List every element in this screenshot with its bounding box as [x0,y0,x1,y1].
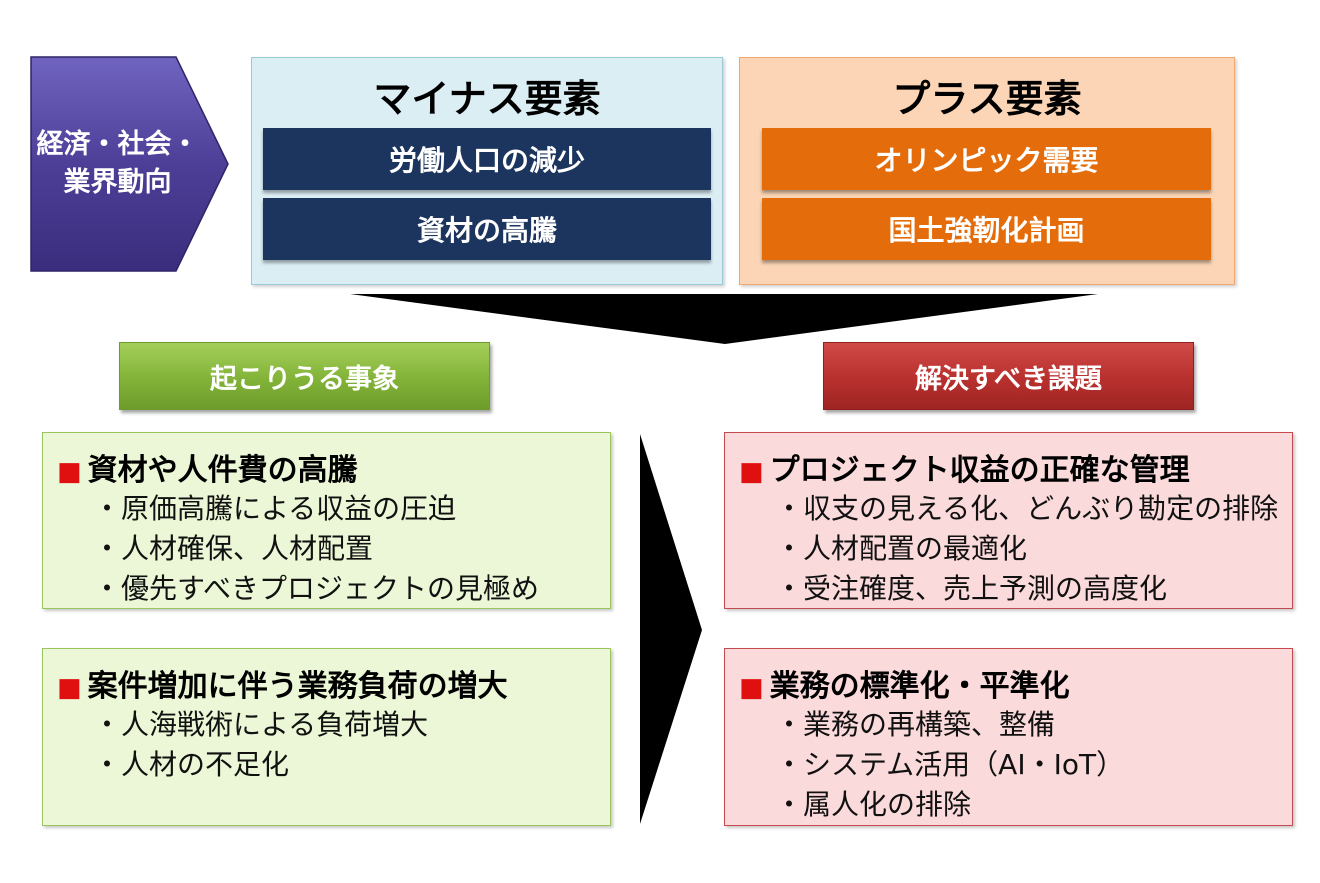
minus-factor-item: 資材の高騰 [263,198,711,260]
event-group: ■案件増加に伴う業務負荷の増大 ・人海戦術による負荷増大 ・人材の不足化 [42,648,611,826]
chevron-shape [30,56,229,272]
event-item: ・優先すべきプロジェクトの見極め [93,572,540,605]
event-group: ■資材や人件費の高騰 ・原価高騰による収益の圧迫 ・人材確保、人材配置 ・優先す… [42,432,611,609]
issue-item-list: ・業務の再構築、整備 ・システム活用（AI・IoT） ・属人化の排除 [775,705,1124,825]
minus-factor-item: 労働人口の減少 [263,128,711,190]
event-group-title: 案件増加に伴う業務負荷の増大 [87,669,508,704]
issue-group: ■プロジェクト収益の正確な管理 ・収支の見える化、どんぶり勘定の排除 ・人材配置… [724,432,1293,609]
event-group-title: 資材や人件費の高騰 [87,453,358,488]
issue-item: ・受注確度、売上予測の高度化 [775,572,1168,605]
bullet-square-icon: ■ [739,673,764,703]
bullet-square-icon: ■ [739,457,764,487]
event-item: ・原価高騰による収益の圧迫 [93,492,457,525]
issue-group-title: 業務の標準化・平準化 [769,669,1070,704]
issue-group: ■業務の標準化・平準化 ・業務の再構築、整備 ・システム活用（AI・IoT） ・… [724,648,1293,826]
issue-group-title: プロジェクト収益の正確な管理 [769,453,1190,488]
issue-item: ・収支の見える化、どんぶり勘定の排除 [775,492,1279,525]
trends-label: 経済・社会・ 業界動向 [30,56,205,272]
minus-factors-panel: マイナス要素 労働人口の減少 資材の高騰 [251,57,723,285]
issue-item-list: ・収支の見える化、どんぶり勘定の排除 ・人材配置の最適化 ・受注確度、売上予測の… [775,489,1278,609]
issues-header: 解決すべき課題 [823,342,1194,410]
issue-item: ・業務の再構築、整備 [775,708,1056,741]
issue-item: ・属人化の排除 [775,788,972,821]
minus-factors-title: マイナス要素 [373,77,601,121]
trends-line-2: 業界動向 [63,167,172,198]
event-item-list: ・原価高騰による収益の圧迫 ・人材確保、人材配置 ・優先すべきプロジェクトの見極… [93,489,539,609]
bullet-square-icon: ■ [57,457,82,487]
plus-factors-title: プラス要素 [892,77,1082,121]
issue-item: ・人材配置の最適化 [775,532,1028,565]
event-item: ・人材の不足化 [93,748,290,781]
issue-item: ・システム活用（AI・IoT） [775,748,1125,781]
plus-factor-item: オリンピック需要 [762,128,1211,190]
event-item-list: ・人海戦術による負荷増大 ・人材の不足化 [93,705,428,785]
event-item: ・人材確保、人材配置 [93,532,374,565]
plus-factors-panel: プラス要素 オリンピック需要 国土強靭化計画 [739,57,1235,285]
events-header: 起こりうる事象 [119,342,490,410]
right-arrow-shape [640,434,702,824]
trends-line-1: 経済・社会・ [36,129,199,160]
plus-factor-item: 国土強靭化計画 [762,198,1211,260]
event-item: ・人海戦術による負荷増大 [93,708,429,741]
down-arrow-shape [350,294,1098,344]
trends-chevron: 経済・社会・ 業界動向 [30,56,230,272]
bullet-square-icon: ■ [57,673,82,703]
